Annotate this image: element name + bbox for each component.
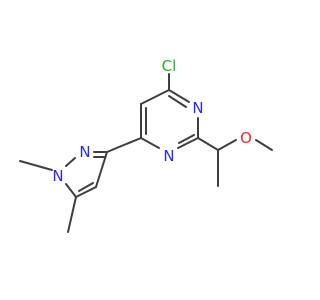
bond-c2-ch — [197, 137, 219, 151]
bond-n3-c4 — [168, 89, 190, 103]
methoxy-oxygen-label: O — [240, 129, 252, 147]
pyrazole-n2-label: N — [79, 143, 90, 161]
bond-n1pz-ch3 — [19, 160, 53, 171]
pyrimidine-n-upper-label: N — [192, 99, 203, 117]
bond-c4pz-c3pz — [95, 151, 108, 188]
pyrimidine-n-lower-label: N — [163, 147, 174, 165]
molecule-structure: Cl N N N N O — [19, 57, 273, 233]
bond-o-ch3 — [255, 139, 273, 151]
bond-layer — [19, 73, 273, 233]
bond-n3-c4-inner — [168, 95, 187, 108]
atom-labels: Cl N N N N O — [52, 57, 252, 185]
pyrazole-n1-label: N — [52, 167, 63, 185]
bond-c6-c3pz — [106, 137, 142, 153]
bond-c5pz-ch3 — [67, 196, 77, 233]
bond-ch-o — [217, 139, 237, 151]
chlorine-atom-label: Cl — [162, 57, 177, 75]
bond-n1pz-c5pz — [65, 183, 77, 198]
bond-c5pz-c4pz — [75, 186, 97, 198]
bond-c4-c5 — [140, 89, 170, 105]
bond-c5pz-c4pz-inner — [78, 182, 94, 192]
bond-n1-c2-inner — [178, 134, 195, 144]
bond-n2pz-n1pz — [65, 157, 76, 167]
bond-c6-n1 — [140, 137, 160, 149]
bond-n1-c2 — [177, 137, 199, 149]
